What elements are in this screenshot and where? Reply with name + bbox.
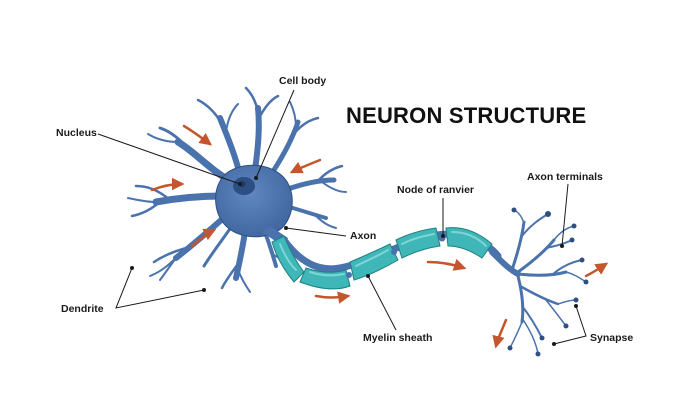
node-of-ranvier (391, 249, 397, 255)
signal-arrow (314, 291, 351, 304)
myelin-highlights (279, 231, 487, 277)
synaptic-bulb (563, 323, 569, 329)
leader-line-nucleus (97, 133, 241, 185)
synaptic-bulb (507, 345, 513, 351)
label-synapse: Synapse (590, 332, 634, 344)
leader-line-cell-body (255, 89, 295, 179)
leader-line-axon (285, 227, 347, 237)
node-of-ranvier (346, 272, 352, 278)
myelin-segment (349, 243, 399, 281)
label-dendrite: Dendrite (61, 303, 104, 315)
leader-line-dendrite (115, 267, 205, 309)
label-nucleus: Nucleus (56, 127, 97, 139)
signal-arrow (584, 262, 609, 278)
signal-arrow (150, 177, 185, 192)
signal-arrow (190, 228, 217, 248)
signal-arrow (426, 258, 467, 271)
dendrites (127, 86, 347, 293)
label-myelin-sheath: Myelin sheath (363, 332, 433, 344)
synaptic-bulb (579, 257, 585, 263)
signal-arrows (150, 124, 609, 349)
synaptic-bulb (583, 279, 589, 285)
signal-arrow (289, 158, 322, 174)
synaptic-bulb (511, 207, 517, 213)
synaptic-bulb (571, 223, 577, 229)
nodes-of-ranvier (346, 234, 446, 278)
myelin-segment (445, 227, 493, 259)
synaptic-bulb (539, 335, 545, 341)
signal-arrow (492, 318, 508, 349)
leader-dots (130, 176, 578, 346)
label-axon: Axon (350, 230, 377, 242)
synaptic-bulb (573, 297, 579, 303)
synaptic-bulb (535, 351, 541, 357)
leader-line-myelin (367, 275, 397, 331)
signal-arrow (182, 124, 213, 146)
diagram-title: NEURON STRUCTURE (346, 103, 587, 128)
label-node-of-ranvier: Node of ranvier (397, 184, 475, 196)
leader-lines (97, 89, 587, 345)
leader-line-axon-terminals (561, 183, 569, 247)
synaptic-bulb (569, 237, 575, 243)
terminal-bulbs (507, 207, 589, 357)
label-cell-body: Cell body (279, 75, 327, 87)
synaptic-bulb (545, 211, 551, 217)
label-axon-terminals: Axon terminals (527, 171, 603, 183)
leader-line-synapse (553, 305, 587, 345)
axon-terminals (489, 209, 587, 355)
